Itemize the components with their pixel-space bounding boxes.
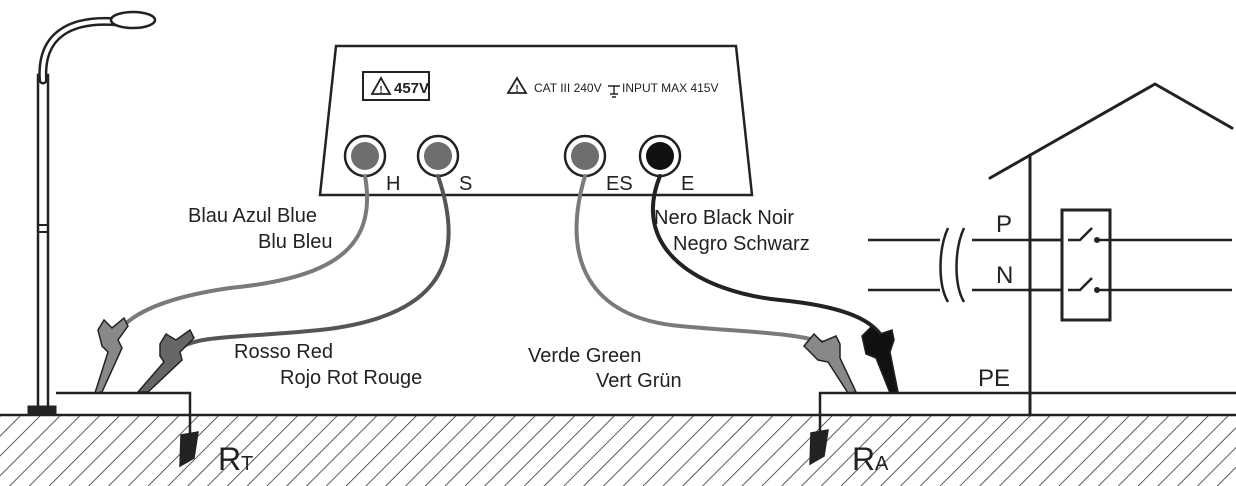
- input-max-label: INPUT MAX 415V: [622, 81, 718, 95]
- svg-text:A: A: [875, 453, 889, 475]
- blue-cable-label-2: Blu Bleu: [258, 231, 333, 253]
- clip-red: [136, 328, 195, 393]
- rt-label: R T: [218, 441, 253, 477]
- red-cable-label-1: Rosso Red: [234, 341, 333, 363]
- house: [988, 82, 1234, 417]
- street-lamp: [27, 10, 157, 416]
- terminal-label-h: H: [386, 173, 400, 195]
- earth-symbol-icon: [608, 85, 620, 98]
- supply-lines: [868, 208, 1236, 395]
- terminal-label-e: E: [681, 173, 694, 195]
- breaker-box: [1060, 208, 1112, 322]
- socket-e[interactable]: [638, 134, 682, 178]
- cable-blue: [115, 174, 370, 335]
- cable-red: [178, 174, 451, 350]
- socket-es[interactable]: [563, 134, 607, 178]
- red-cable-label-2: Rojo Rot Rouge: [280, 367, 422, 389]
- clip-green: [802, 332, 858, 394]
- black-cable-label-2: Negro Schwarz: [673, 233, 810, 255]
- blue-cable-label-1: Blau Azul Blue: [188, 205, 317, 227]
- terminal-label-es: ES: [606, 173, 633, 195]
- cables: [115, 174, 882, 350]
- cable-green: [574, 174, 824, 344]
- green-cable-label-2: Vert Grün: [596, 370, 682, 392]
- clip-black: [861, 324, 899, 394]
- rt-earth-electrode: [56, 391, 199, 468]
- break-symbol-icon: [939, 227, 966, 303]
- cat-rating-label: CAT III 240V: [534, 81, 602, 95]
- earth-tester-instrument: ! 457V ! CAT III 240V INPUT MAX 415V H S…: [318, 44, 754, 197]
- ra-earth-electrode: [809, 391, 1030, 466]
- warning-voltage-label: 457V: [394, 80, 429, 97]
- socket-h[interactable]: [343, 134, 387, 178]
- svg-text:T: T: [241, 453, 253, 475]
- phase-label: P: [996, 211, 1012, 238]
- svg-text:!: !: [379, 85, 382, 96]
- svg-text:R: R: [852, 441, 875, 477]
- clip-blue: [93, 316, 129, 394]
- socket-s[interactable]: [416, 134, 460, 178]
- black-cable-label-1: Nero Black Noir: [654, 207, 794, 229]
- pe-label: PE: [978, 365, 1010, 392]
- svg-text:!: !: [515, 84, 518, 95]
- ra-label: R A: [852, 441, 889, 477]
- svg-text:R: R: [218, 441, 241, 477]
- cable-black: [651, 174, 882, 336]
- terminal-label-s: S: [459, 173, 472, 195]
- ground: [0, 413, 1236, 486]
- green-cable-label-1: Verde Green: [528, 345, 641, 367]
- neutral-label: N: [996, 262, 1013, 289]
